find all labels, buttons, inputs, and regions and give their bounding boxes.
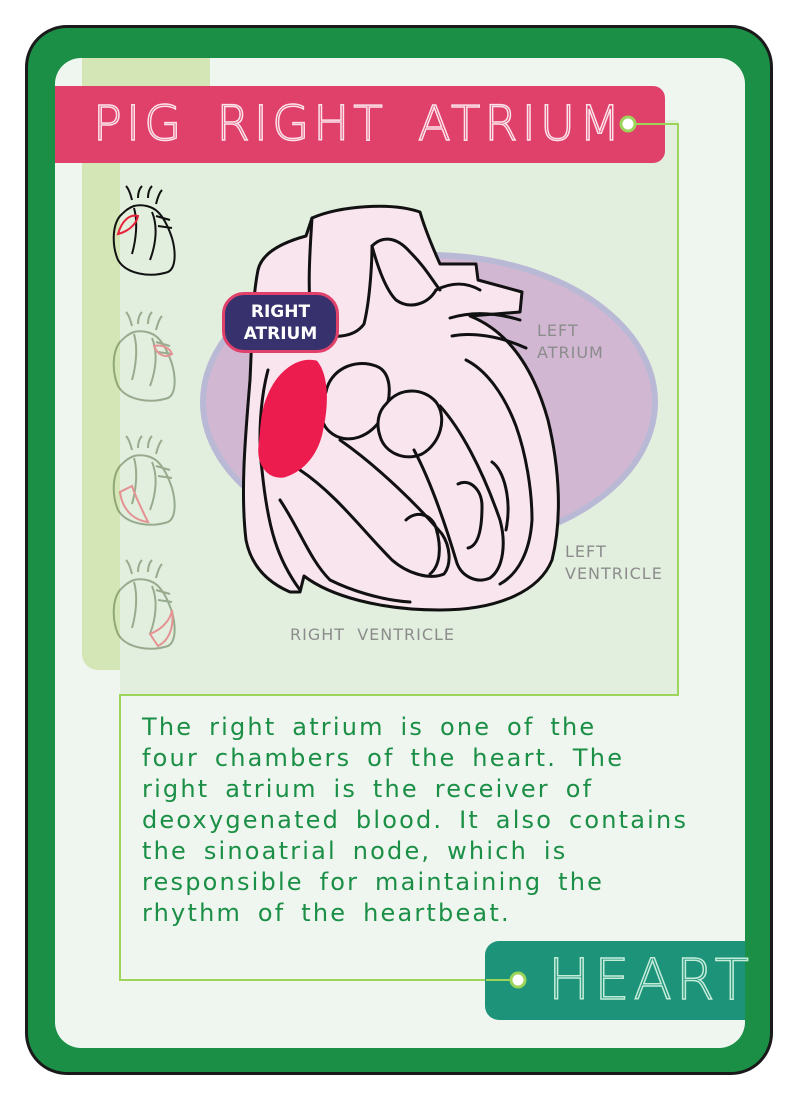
description-line: the sinoatrial node, which is [142, 837, 568, 865]
right-ventricle-label: RIGHT VENTRICLE [290, 625, 456, 644]
right-atrium-label-line2: ATRIUM [243, 323, 318, 344]
description-line: right atrium is the receiver of [142, 775, 594, 803]
heart-right-ventricle-icon [112, 435, 176, 526]
description-line: deoxygenated blood. It also contains [142, 806, 689, 834]
left-ventricle-label-line2: VENTRICLE [565, 564, 663, 583]
category-banner [485, 941, 745, 1020]
right-atrium-label-line1: RIGHT [250, 301, 311, 322]
right-atrium-label: RIGHT ATRIUM [222, 292, 339, 353]
title-banner [55, 86, 665, 163]
left-ventricle-label-line1: LEFT [565, 542, 607, 561]
description: The right atrium is one of the four cham… [142, 712, 702, 929]
heart-right-atrium-icon [112, 185, 176, 276]
description-line: four chambers of the heart. The [142, 744, 625, 772]
left-atrium-label-line2: ATRIUM [537, 343, 604, 362]
left-atrium-label-line1: LEFT [537, 321, 579, 340]
description-line: rhythm of the heartbeat. [142, 899, 511, 927]
left-atrium-label: LEFT ATRIUM [537, 320, 604, 364]
heart-left-ventricle-icon [112, 559, 176, 650]
left-ventricle-label: LEFT VENTRICLE [565, 541, 663, 585]
description-line: The right atrium is one of the [142, 713, 597, 741]
card-title: PIG RIGHT ATRIUM [92, 95, 625, 153]
heart-left-atrium-icon [112, 311, 176, 402]
description-line: responsible for maintaining the [142, 868, 605, 896]
category-label: HEART [547, 947, 753, 1014]
right-atrium-highlight [258, 359, 327, 478]
